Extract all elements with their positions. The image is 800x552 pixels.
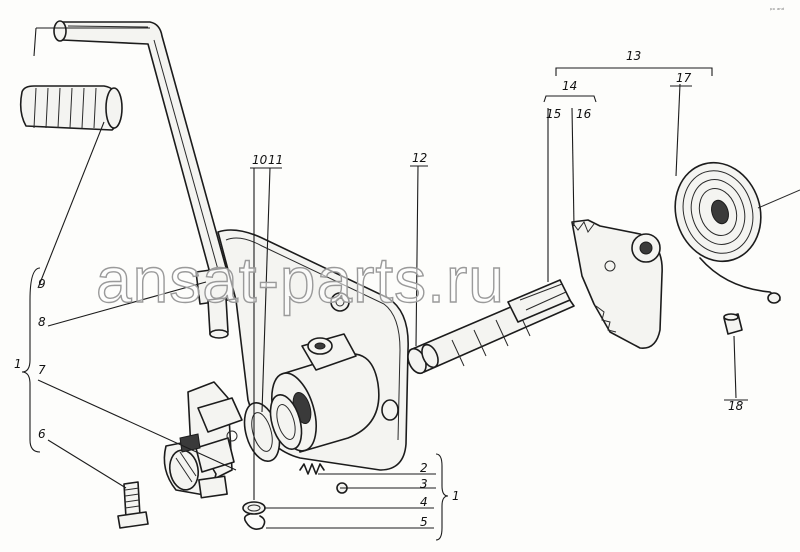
kick-lever <box>53 20 243 339</box>
ring-pair <box>243 394 303 462</box>
callout-2: 2 <box>420 461 428 475</box>
callout-17: 17 <box>676 71 692 85</box>
callout-11: 11 <box>268 153 283 167</box>
callout-18: 18 <box>728 399 744 413</box>
lever-clamp <box>163 381 243 499</box>
callout-12: 12 <box>412 151 427 165</box>
bushing <box>723 313 743 335</box>
callout-labels: 1 1 2 3 4 5 6 7 8 9 10 11 12 13 14 15 16… <box>14 49 744 529</box>
leader-lines <box>21 27 748 541</box>
callout-8: 8 <box>38 315 46 329</box>
callout-10: 10 <box>252 153 268 167</box>
callout-14: 14 <box>562 79 577 93</box>
rubber-grip <box>19 85 123 131</box>
corner-mark: ᵖᵒ ᵃⁿᵈ <box>770 7 785 14</box>
circlip-washer <box>242 501 266 530</box>
callout-4: 4 <box>420 495 428 509</box>
callout-5: 5 <box>420 515 428 529</box>
ratchet-sector <box>571 219 663 349</box>
clamp-bolt <box>117 481 149 529</box>
return-spring <box>674 161 800 304</box>
detent-spring <box>299 463 348 494</box>
callout-6: 6 <box>38 427 46 441</box>
callout-9: 9 <box>38 277 46 291</box>
callout-3: 3 <box>420 477 428 491</box>
callout-7: 7 <box>38 363 46 377</box>
callout-16: 16 <box>576 107 592 121</box>
callout-1-right: 1 <box>452 489 460 503</box>
callout-15: 15 <box>546 107 561 121</box>
callout-13: 13 <box>626 49 641 63</box>
watermark: ansat-parts.ru <box>96 244 505 316</box>
kick-shaft <box>407 279 575 375</box>
callout-1-left: 1 <box>14 357 22 371</box>
